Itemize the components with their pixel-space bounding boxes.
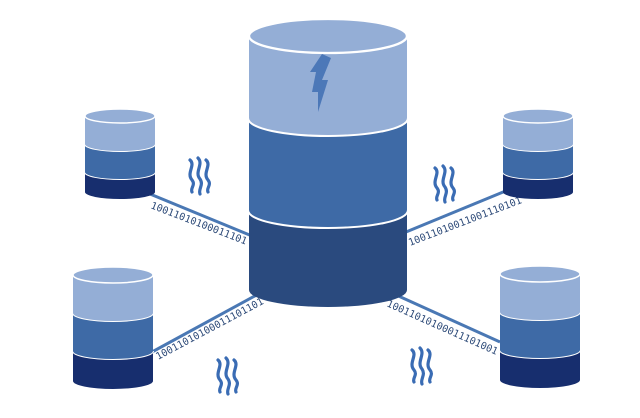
binary-label-top-right: 10011010011001110101 [407,195,523,248]
steem-logo-icon [216,356,239,396]
connector-bottom-right [393,292,501,344]
steem-wave [449,166,456,202]
band-top [500,274,580,320]
steem-logo-icon [188,156,211,196]
band-top [85,116,155,151]
central-band-middle [249,118,407,227]
central-band-top [249,36,407,135]
connector-top-right [405,188,509,234]
cylinder-top [247,17,409,55]
band-top [73,275,153,321]
cylinder-top [84,108,156,124]
connector-bottom-left [151,290,263,354]
band-bottom [500,350,580,388]
steem-wave [232,358,239,394]
steem-wave [426,348,433,384]
steem-wave [204,158,211,194]
steem-wave [441,164,448,204]
band-middle [503,144,573,179]
binary-label-top-left: 10011010100011101 [149,201,249,248]
cylinder-top [502,108,574,124]
cylinder-top [72,266,154,284]
central-band-bottom [249,210,407,307]
database-bottom-left-icon [72,266,154,389]
steem-wave [433,166,440,202]
steem-logo-icon [410,346,433,386]
band-middle [73,313,153,359]
connectors [149,188,509,354]
database-bottom-right-icon [499,265,581,388]
central-database-icon [247,17,409,307]
connector-top-left [149,192,253,238]
band-middle [500,312,580,358]
binary-label-bottom-right: 10011010100011101001 [385,299,499,358]
band-bottom [73,351,153,389]
steem-wave [196,156,203,196]
band-middle [85,144,155,179]
steem-wave [188,158,195,194]
steem-wave [410,348,417,384]
database-top-right-icon [502,108,574,199]
cylinder-top [499,265,581,283]
steem-wave [418,346,425,386]
steem-wave [224,356,231,396]
binary-label-bottom-left: 10011010100011101101 [154,296,265,362]
steem-wave [216,358,223,394]
band-top [503,116,573,151]
database-top-left-icon [84,108,156,199]
steem-logo-icon [433,164,456,204]
lightning-bolt-icon [310,54,331,112]
